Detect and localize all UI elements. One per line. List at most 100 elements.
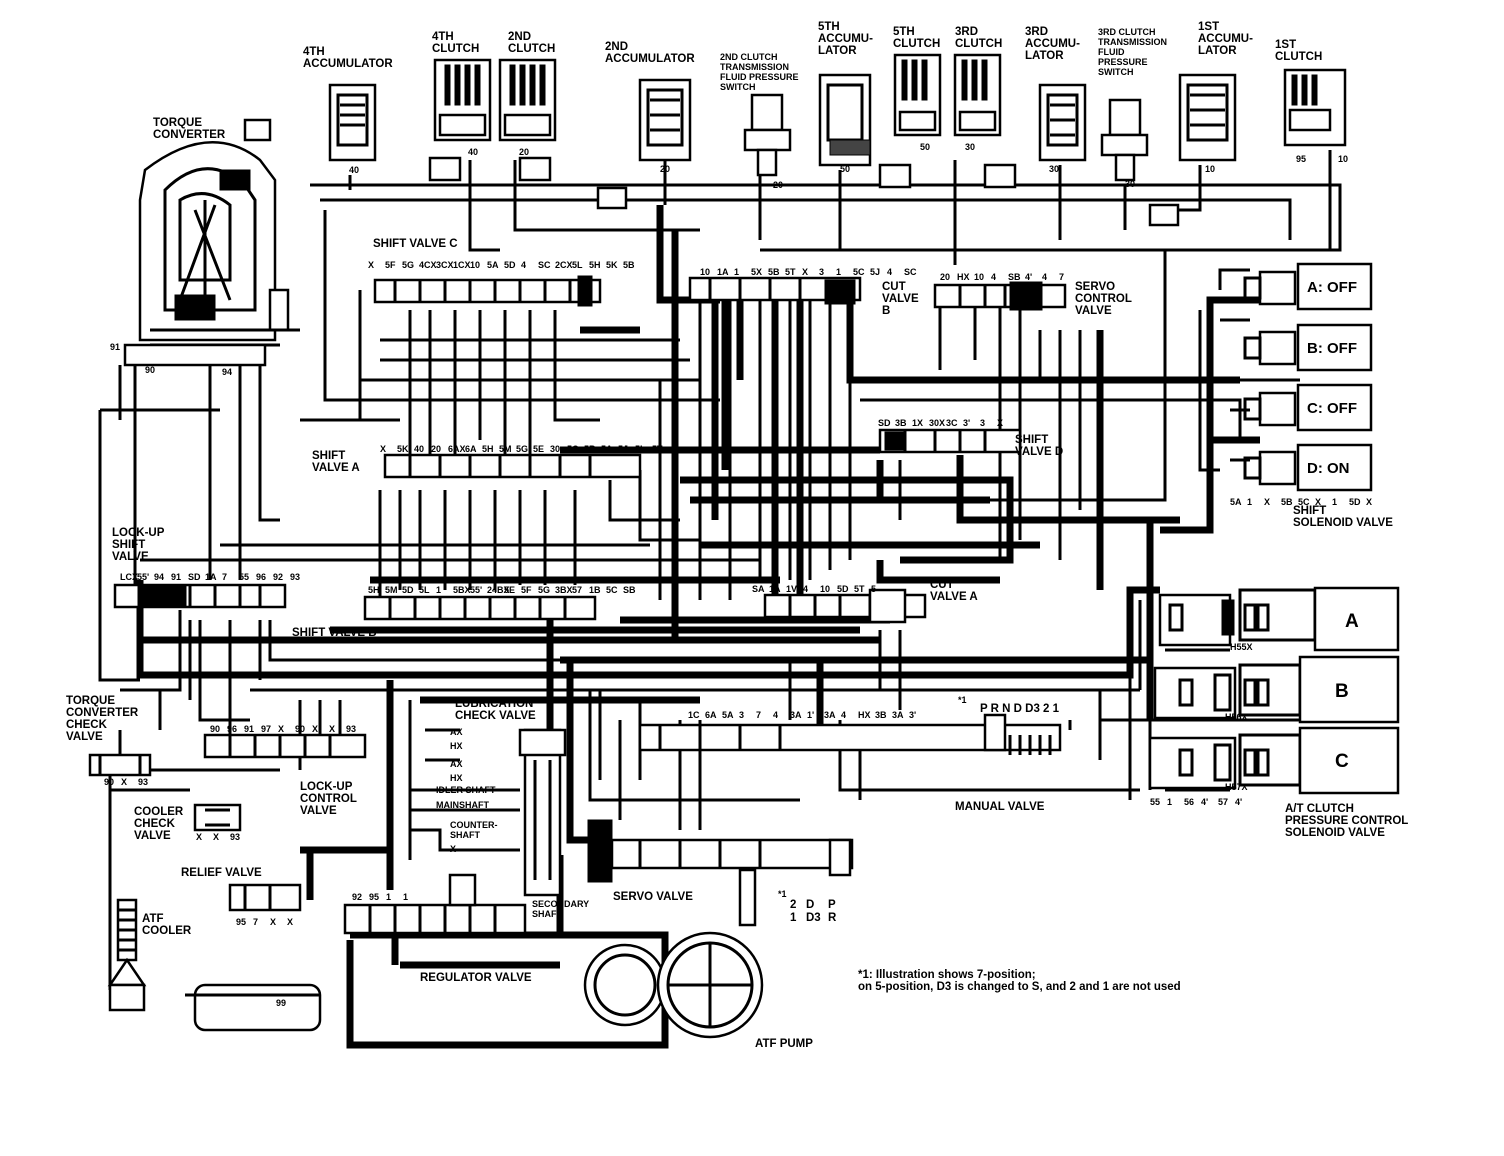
lube-point-2: HX xyxy=(450,741,463,751)
lube-point-x: X xyxy=(450,844,456,854)
lube-point-1: AX xyxy=(450,727,463,737)
lock-up-control-valve-body xyxy=(203,733,367,759)
shift-valve-a-body xyxy=(383,453,642,479)
label-relief-valve: RELIEF VALVE xyxy=(181,867,262,879)
lock-up-shift-valve-body xyxy=(113,583,287,609)
manual-footnote-marker: *1 xyxy=(958,695,967,705)
servo-pos-d3: D3 xyxy=(806,912,821,924)
port-clutch-1st-b: 10 xyxy=(1338,154,1348,164)
solenoid-b-actuator xyxy=(1243,330,1297,366)
servo-pos-d: D xyxy=(806,899,814,911)
port-accumulator-3rd: 30 xyxy=(1049,164,1059,174)
solenoid-state-boxes: A: OFF B: OFF C: OFF D: ON xyxy=(1296,262,1373,492)
port-accumulator-2nd: 20 xyxy=(660,164,670,174)
label-atf-pump: ATF PUMP xyxy=(755,1038,813,1050)
label-regulator-valve: REGULATOR VALVE xyxy=(420,972,532,984)
lube-point-mainshaft: MAINSHAFT xyxy=(436,800,489,810)
atf-reservoir xyxy=(185,983,322,1032)
port-accumulator-5th: 50 xyxy=(840,164,850,174)
pc-solenoid-b-actuator xyxy=(1153,663,1302,720)
lube-point-3: AX xyxy=(450,759,463,769)
port-clutch-5th: 50 xyxy=(920,142,930,152)
pressure-control-boxes: A B C H55X H56X H57X xyxy=(1225,586,1400,795)
atf-pump xyxy=(583,931,764,1039)
lube-point-countershaft: COUNTER-SHAFT xyxy=(450,820,498,840)
clutch-1st xyxy=(1283,68,1347,147)
servo-pos-p: P xyxy=(828,899,836,911)
pc-port-a: H55X xyxy=(1230,642,1253,652)
accumulator-2nd xyxy=(596,78,692,210)
lube-point-4: HX xyxy=(450,773,463,783)
servo-valve-body xyxy=(587,819,854,927)
shift-valve-d-body xyxy=(878,428,1022,454)
clutch-2nd xyxy=(498,58,557,182)
port-labels: 40 40 20 20 20 50 50 30 30 30 10 95 10 9… xyxy=(104,142,1372,1008)
port-tc-94: 94 xyxy=(222,367,232,377)
port-clutch-1st-a: 95 xyxy=(1296,154,1306,164)
shift-valve-c-body xyxy=(373,275,602,307)
port-tc-90: 90 xyxy=(145,365,155,375)
footnote: *1: Illustration shows 7-position;on 5-p… xyxy=(858,969,1181,993)
lube-point-idler: IDLER SHAFT xyxy=(436,785,496,795)
servo-pos-1: 1 xyxy=(790,912,797,924)
port-accumulator-4th: 40 xyxy=(349,165,359,175)
cut-valve-b-body xyxy=(688,276,862,305)
torque-converter xyxy=(123,118,300,367)
lubrication-points: AX HX AX HX IDLER SHAFT MAINSHAFT COUNTE… xyxy=(436,727,498,854)
pressure-switch-3rd xyxy=(1100,98,1149,182)
label-shift-valve-c: SHIFT VALVE C xyxy=(373,238,458,250)
servo-footnote-marker: *1 xyxy=(778,889,787,899)
cooler-check-valve-body xyxy=(193,803,242,832)
torque-converter-check-valve-body xyxy=(88,753,152,777)
pc-solenoid-c-actuator xyxy=(1148,733,1302,790)
relief-valve-body xyxy=(228,883,302,912)
lubrication-check-valve-body xyxy=(518,728,567,897)
pc-solenoid-a-actuator xyxy=(1158,588,1317,647)
pc-solenoid-c-label: C xyxy=(1335,751,1349,772)
manual-valve-body xyxy=(638,713,1062,755)
pressure-control-solenoids xyxy=(1148,588,1317,790)
pc-port-b: H56X xyxy=(1225,712,1248,722)
port-clutch-3rd: 30 xyxy=(965,142,975,152)
shift-solenoid-valves xyxy=(1243,270,1297,486)
port-switch-2nd: 20 xyxy=(773,180,783,190)
port-cooler-99: 99 xyxy=(276,998,286,1008)
regulator-valve-body xyxy=(343,873,527,935)
servo-pos-2: 2 xyxy=(790,899,796,911)
label-manual-valve: MANUAL VALVE xyxy=(955,801,1045,813)
solenoid-c-state: C: OFF xyxy=(1307,400,1357,417)
accumulator-5th xyxy=(818,73,872,167)
